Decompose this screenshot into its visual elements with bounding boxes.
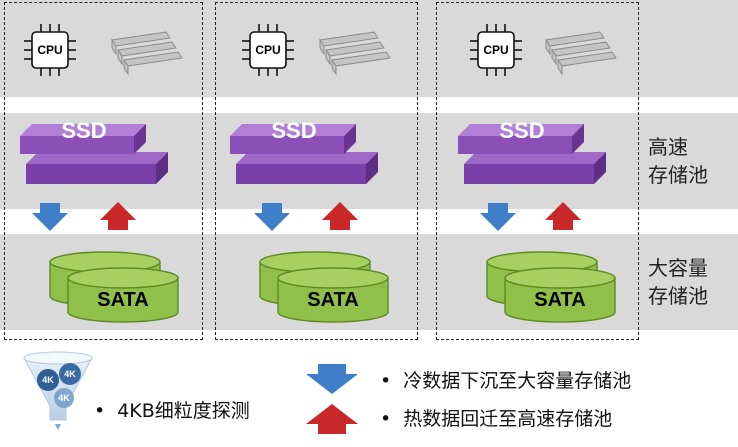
sata-disk-icon: SATA [259,251,389,323]
memory-modules-icon [111,31,183,76]
fast-tier-label-line-2: 存储池 [648,163,708,187]
fast-tier-label-line-1: 高速 [648,135,688,159]
probe-legend-text: 4KB细粒度探测 [117,400,250,422]
hot-data-legend-arrow-icon [306,404,358,434]
hot-data-up-arrow-icon [545,202,581,230]
sata-label: SATA [534,289,585,311]
capacity-tier-label: 大容量 存储池 [648,254,732,310]
hot-data-legend: • 热数据回迁至高速存储池 [380,404,612,431]
cpu-icon: CPU [24,24,76,76]
hot-data-up-arrow-icon [322,202,358,230]
ssd-icon: SSD [20,118,168,184]
cold-data-legend-arrow-icon [306,364,358,394]
hot-data-legend-text: 热数据回迁至高速存储池 [403,408,613,430]
cpu-label: CPU [37,43,62,57]
memory-modules-icon [319,31,391,76]
capacity-tier-label-line-1: 大容量 [648,256,708,280]
cold-data-down-arrow-icon [254,203,290,231]
cpu-icon: CPU [242,24,294,76]
cpu-label: CPU [483,43,508,57]
storage-node-2 [215,2,418,340]
ssd-icon: SSD [458,118,606,184]
storage-node-3 [436,2,639,340]
ssd-label: SSD [499,118,544,143]
probe-icon-label: 4K [64,369,76,379]
cpu-label: CPU [255,43,280,57]
sata-label: SATA [97,289,148,311]
sata-label: SATA [307,289,358,311]
probe-funnel-icon: 4K 4K 4K [23,351,93,430]
hot-data-up-arrow-icon [100,202,136,230]
cpu-icon: CPU [470,24,522,76]
storage-node-1 [4,2,203,340]
ssd-label: SSD [61,118,106,143]
sata-disk-icon: SATA [486,251,616,323]
ssd-icon: SSD [230,118,378,184]
bullet: • [380,370,392,392]
sata-disk-icon: SATA [49,251,179,323]
capacity-tier-label-line-2: 存储池 [648,284,708,308]
cold-data-legend: • 冷数据下沉至大容量存储池 [380,366,631,393]
cold-data-down-arrow-icon [32,203,68,231]
probe-icon-label: 4K [58,393,70,403]
bullet: • [94,400,106,422]
cold-data-legend-text: 冷数据下沉至大容量存储池 [403,370,632,392]
probe-icon-label: 4K [42,375,54,385]
memory-modules-icon [545,31,617,76]
probe-legend: • 4KB细粒度探测 [94,396,250,423]
bullet: • [380,408,392,430]
ssd-label: SSD [271,118,316,143]
cold-data-down-arrow-icon [480,203,516,231]
fast-tier-label: 高速 存储池 [648,133,732,189]
